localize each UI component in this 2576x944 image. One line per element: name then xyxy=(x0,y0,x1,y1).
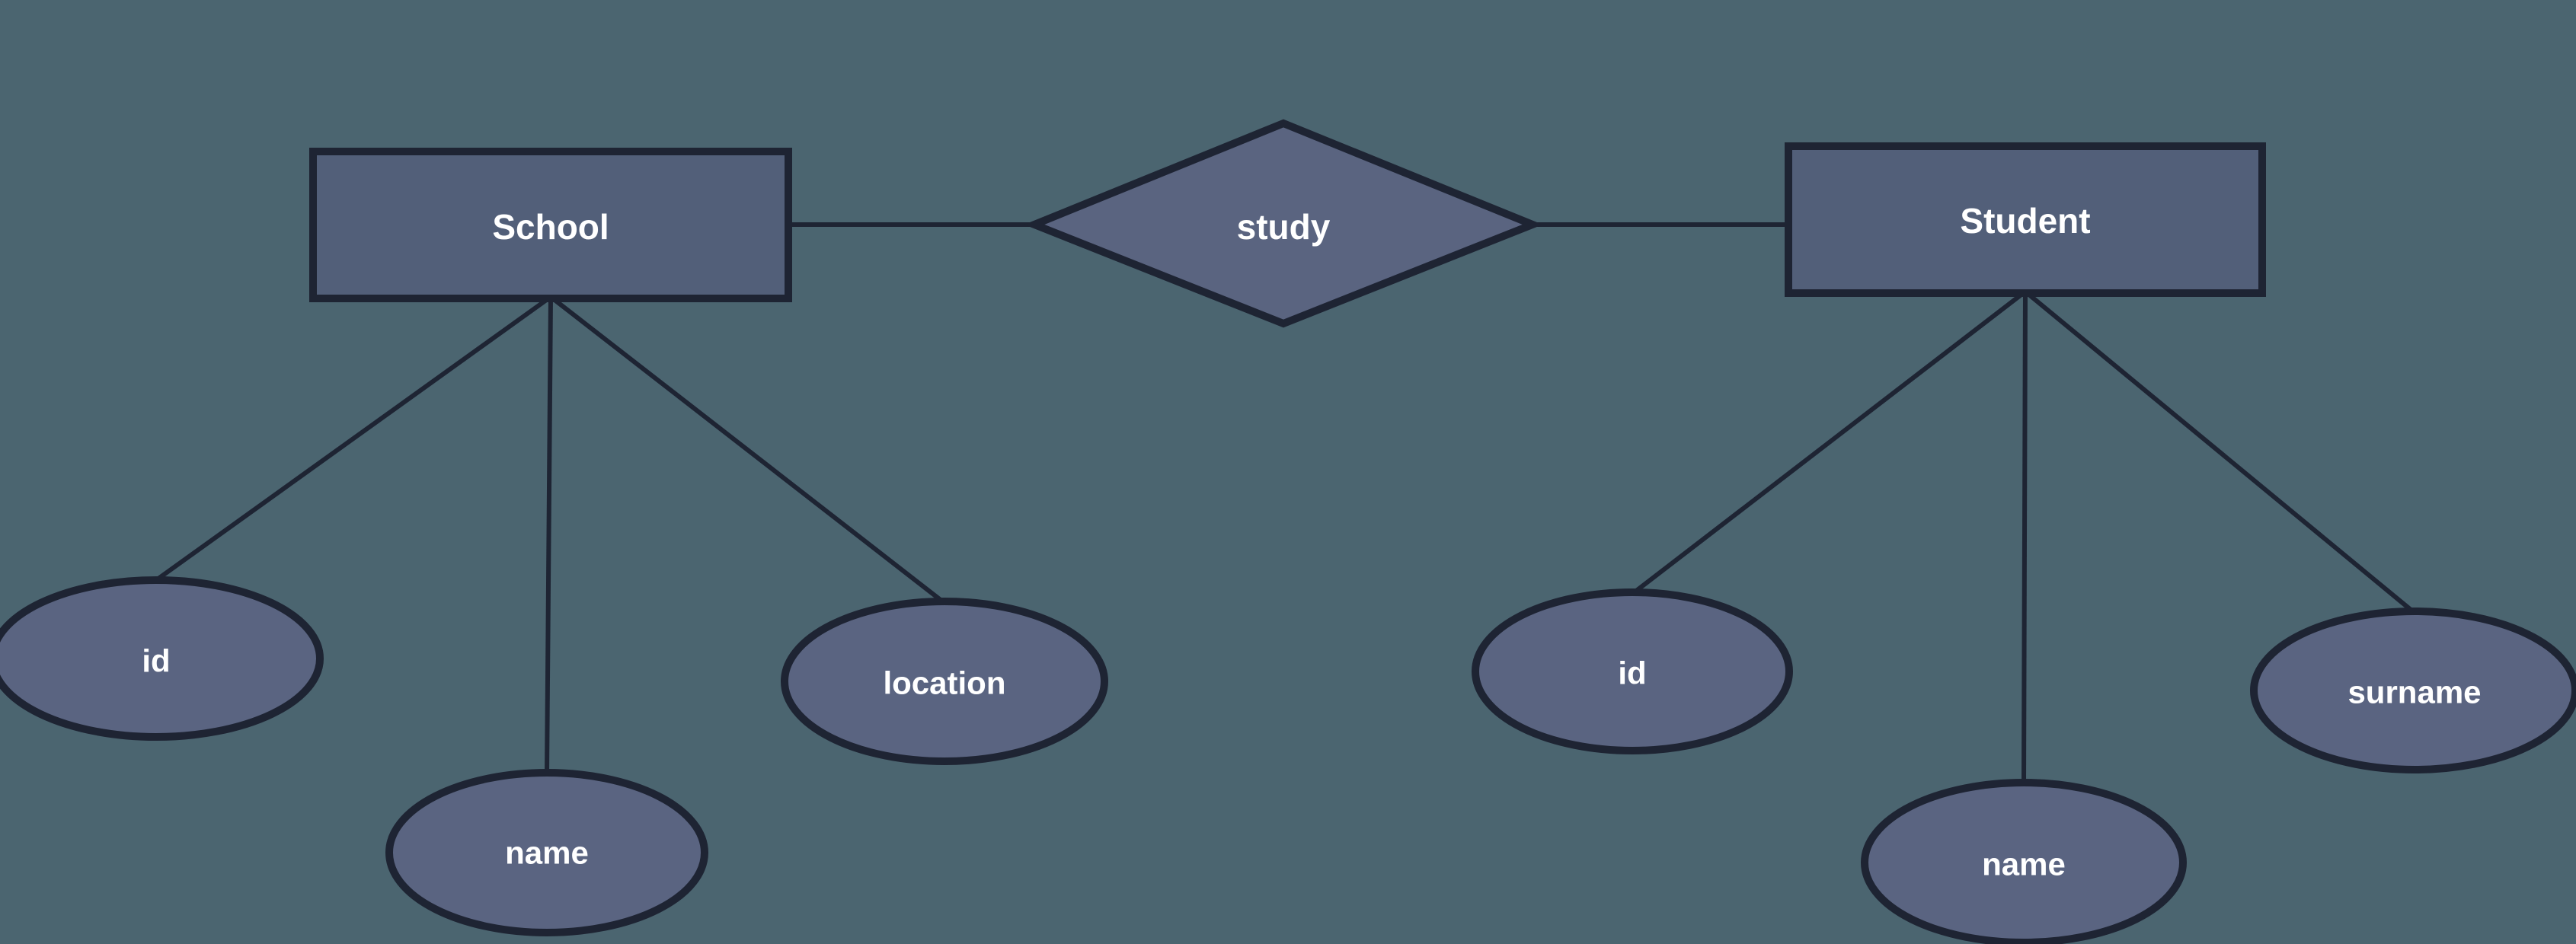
entity-school-shape xyxy=(309,148,792,302)
attribute-student-id-shape xyxy=(1472,588,1793,754)
attribute-student-name[interactable]: name xyxy=(1861,779,2187,944)
attribute-school-location-label: location xyxy=(883,665,1005,701)
entity-student-label: Student xyxy=(1960,201,2090,241)
edge-school-location xyxy=(549,295,946,605)
edge-student-name xyxy=(2021,291,2028,786)
relationship-study-label: study xyxy=(1237,207,1331,247)
attribute-school-location[interactable]: location xyxy=(781,598,1108,765)
attribute-school-location-shape xyxy=(781,598,1108,765)
attribute-school-id-label: id xyxy=(142,643,170,679)
relationship-study[interactable]: study xyxy=(1024,119,1543,328)
entity-school[interactable]: School xyxy=(309,148,792,302)
edge-layer xyxy=(155,222,2416,786)
attribute-student-id[interactable]: id xyxy=(1472,588,1793,754)
attribute-school-name-shape xyxy=(385,769,708,936)
edge-student-surname xyxy=(2024,289,2416,615)
entity-student-shape xyxy=(1785,142,2266,297)
attribute-school-name-label: name xyxy=(505,835,589,871)
attribute-school-name[interactable]: name xyxy=(385,769,708,936)
attribute-student-surname-shape xyxy=(2250,608,2576,773)
edge-school-id xyxy=(155,295,552,582)
entity-student[interactable]: Student xyxy=(1785,142,2266,297)
entity-school-label: School xyxy=(492,207,609,247)
attribute-student-id-label: id xyxy=(1618,655,1646,691)
attribute-student-name-label: name xyxy=(1982,847,2066,882)
attribute-school-id[interactable]: id xyxy=(0,576,324,741)
attribute-student-surname[interactable]: surname xyxy=(2250,608,2576,773)
edge-student-id xyxy=(1631,289,2027,596)
attribute-student-name-shape xyxy=(1861,779,2187,944)
attribute-school-id-shape xyxy=(0,576,324,741)
relationship-study-shape xyxy=(1024,119,1543,328)
edge-school-name xyxy=(545,296,553,776)
attribute-student-surname-label: surname xyxy=(2347,675,2481,710)
